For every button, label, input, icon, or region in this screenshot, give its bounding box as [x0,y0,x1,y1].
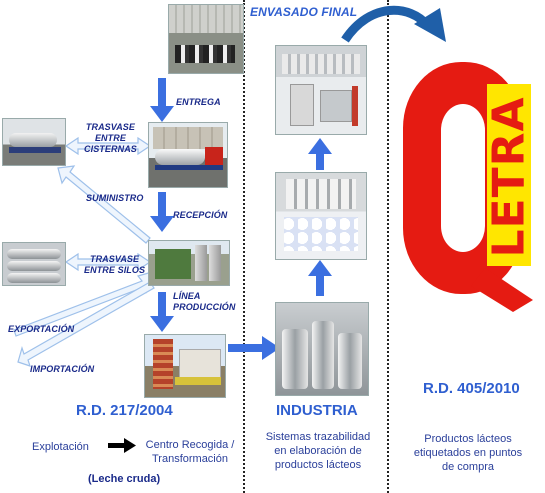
arrow-entrega [150,78,174,122]
logo-q-graphic [403,62,533,312]
label-exportacion: EXPORTACIÓN [8,324,75,334]
photo-reception-plant [148,240,230,286]
arrow-recepcion [150,192,174,232]
photo-filling-machine [275,172,367,260]
logo-word: LETRA [483,96,535,258]
arrow-up-2 [308,138,332,170]
label-linea-produccion: LÍNEA PRODUCCIÓN [173,291,236,312]
label-trasvase-silos: TRASVASE ENTRE SILOS [84,254,146,275]
photo-packaging-line [275,45,367,135]
photo-tanker-left [2,118,66,166]
divider-right [387,0,389,493]
text-centro-recogida: Centro Recogida / Transformación [145,439,235,465]
label-entrega: ENTREGA [176,97,221,107]
title-industria: INDUSTRIA [276,402,358,419]
logo-q-letra: LETRA [393,50,541,312]
arrow-linea-produccion [150,292,174,332]
photo-tanker-truck [148,122,228,188]
text-industria-desc: Sistemas trazabilidad en elaboración de … [265,431,371,471]
photo-steel-tanks [275,302,369,396]
label-trasvase-cisternas: TRASVASE ENTRE CISTERNAS [84,122,137,154]
label-recepcion: RECEPCIÓN [173,210,228,220]
label-envasado-final: ENVASADO FINAL [250,5,358,19]
text-leche-cruda: (Leche cruda) [88,473,161,485]
title-rd-217: R.D. 217/2004 [76,402,173,419]
photo-factory [144,334,226,398]
arrow-up-1 [308,260,332,296]
label-suministro: SUMINISTRO [86,193,144,203]
title-rd-405: R.D. 405/2010 [423,380,520,397]
photo-dairy-barn [168,4,244,74]
label-importacion: IMPORTACIÓN [30,364,95,374]
text-productos-desc: Productos lácteos etiquetados en puntos … [413,433,523,473]
arrow-to-industria [228,336,280,360]
divider-left [243,0,245,493]
hollow-arrow-suministro [57,165,151,244]
arrow-envasado-to-logo [341,5,446,43]
photo-silos-left [2,242,66,286]
text-explotacion: Explotación [32,441,89,453]
